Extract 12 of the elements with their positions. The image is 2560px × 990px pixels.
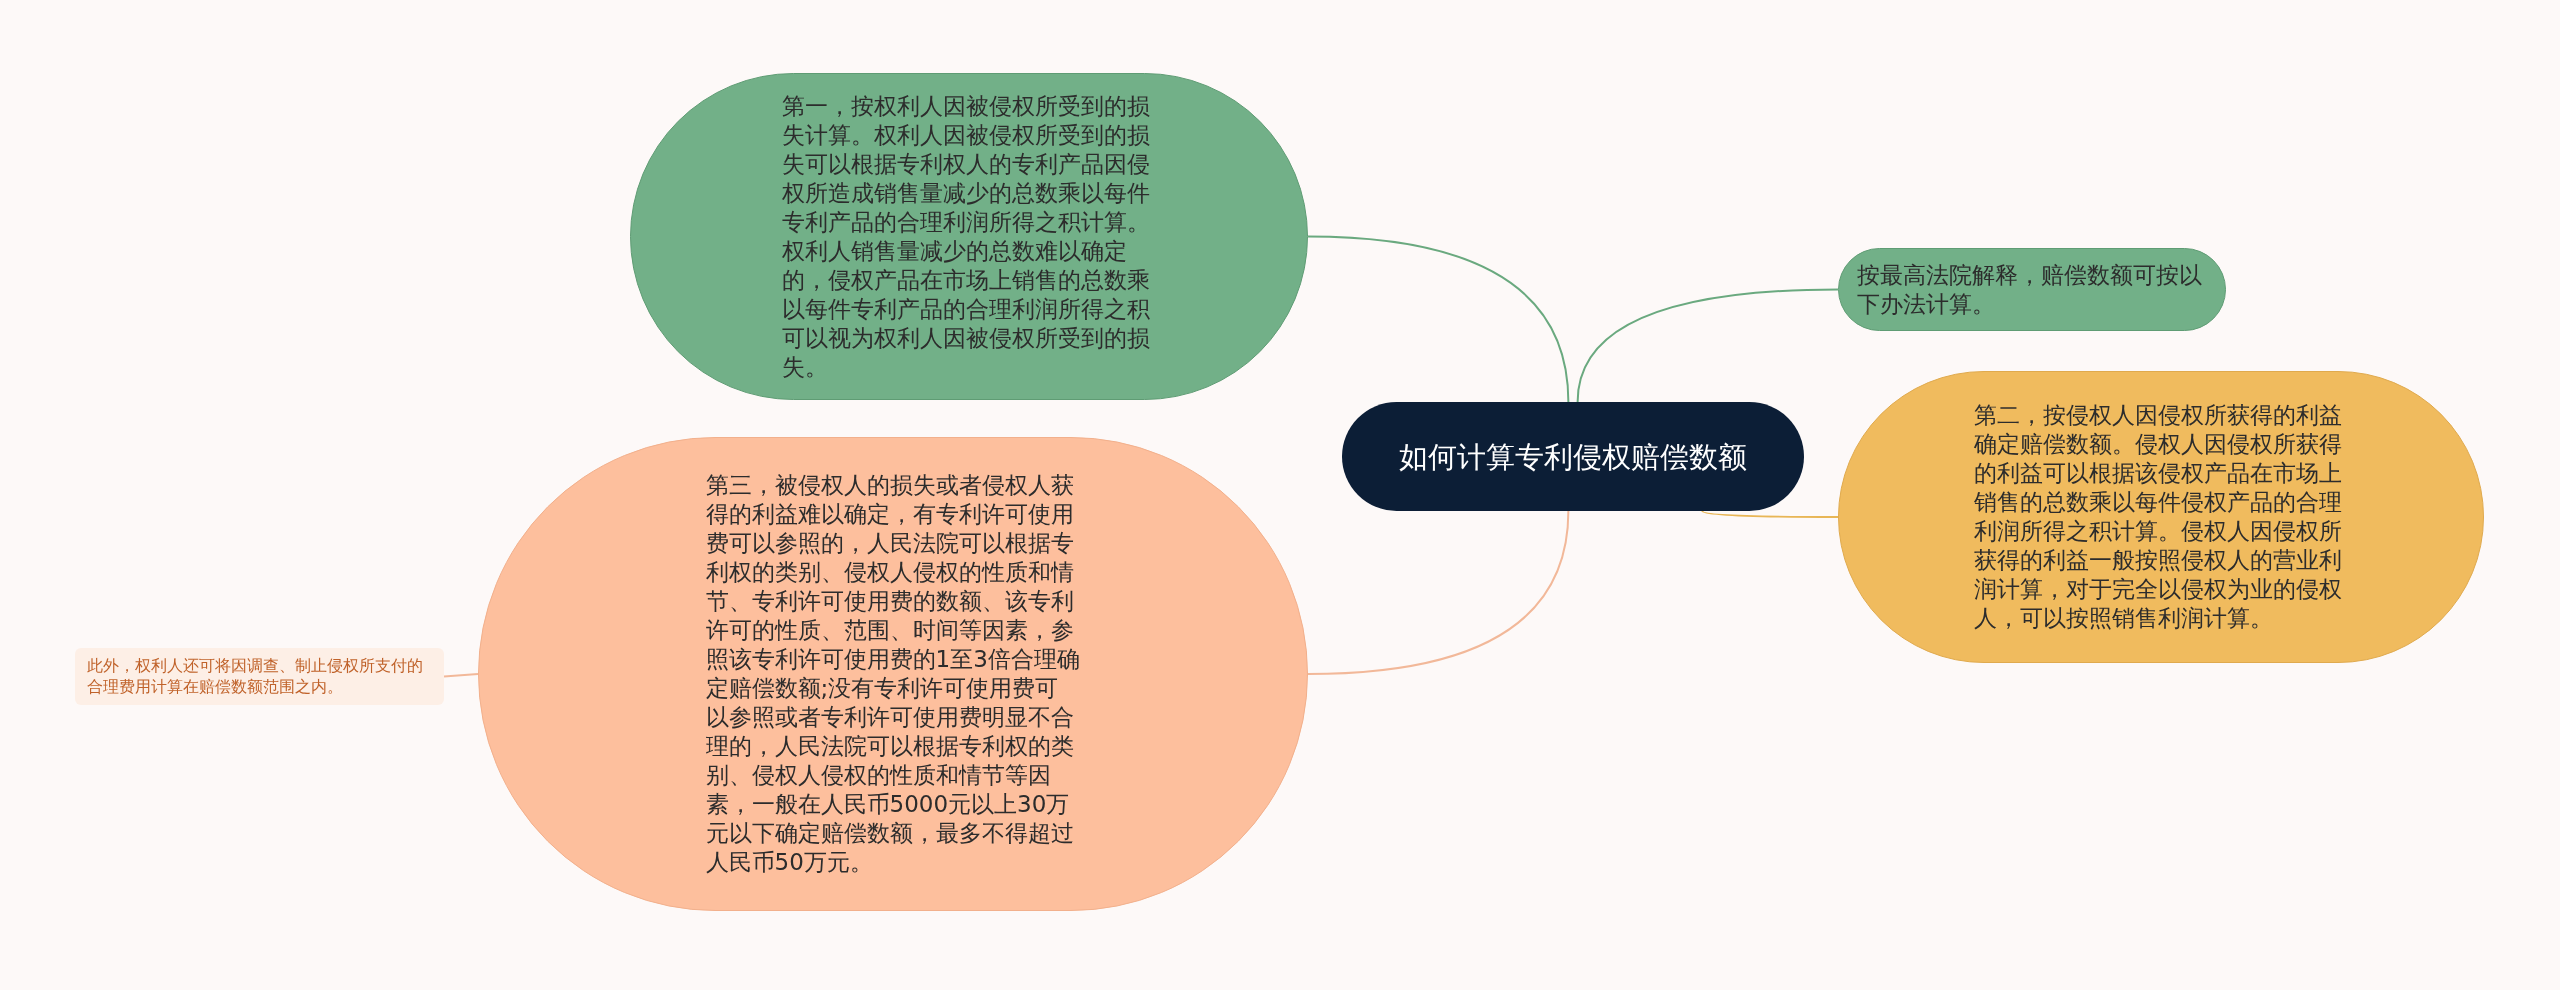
connector-line <box>1701 510 1839 518</box>
topic-text: 第三，被侵权人的损失或者侵权人获得的利益难以确定，有专利许可使用费可以参照的，人民法院可以根据专利权的类别、侵权人侵权的性质和情节、专利许可使用费的数额、该专利许可的性质、范围、时间等因素，参照该专利许可使用费的1至3倍合理确定赔偿数额;没有专利许可使用费可以参照或者专利许可使用费明显不合理的，人民法院可以根据专利权的类别、侵权人侵权的性质和情节等因素，一般在人民币5000元以上30万元以下确定赔偿数额，最多不得超过人民币50万元。 <box>705 471 1081 877</box>
topic-text: 按最高法院解释，赔偿数额可按以下办法计算。 <box>1857 260 2203 319</box>
topic-text: 第一，按权利人因被侵权所受到的损失计算。权利人因被侵权所受到的损失可以根据专利权人的专利产品因侵权所造成销售量减少的总数乘以每件专利产品的合理利润所得之积计算。权利人销售量减少的总数难以确定的，侵权产品在市场上销售的总数乘以每件专利产品的合理利润所得之积可以视为权利人因被侵权所受到的损失。 <box>781 91 1151 382</box>
topic-text: 第二，按侵权人因侵权所获得的利益确定赔偿数额。侵权人因侵权所获得的利益可以根据该侵权产品在市场上销售的总数乘以每件侵权产品的合理利润所得之积计算。侵权人因侵权所获得的利益一般按照侵权人的营业利润计算，对于完全以侵权为业的侵权人，可以按照销售利润计算。 <box>1973 401 2343 633</box>
topic-text: 此外，权利人还可将因调查、制止侵权所支付的合理费用计算在赔偿数额范围之内。 <box>87 655 424 698</box>
connector-line <box>443 673 479 678</box>
connector-line <box>1576 288 1839 403</box>
connector-line <box>1307 235 1570 403</box>
topic-title: 如何计算专利侵权赔偿数额 <box>1398 438 1748 476</box>
connector-line <box>1307 510 1570 675</box>
note-box <box>75 648 444 705</box>
